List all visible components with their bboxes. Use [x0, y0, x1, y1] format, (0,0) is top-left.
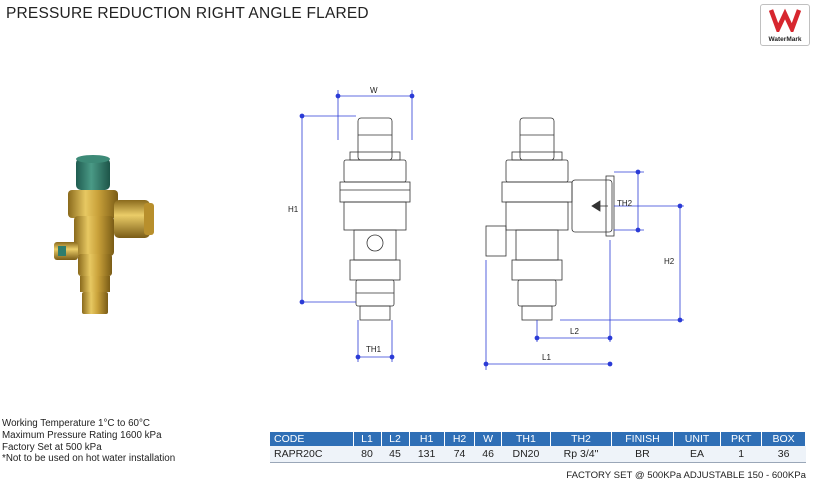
table-cell: 36 — [761, 446, 806, 463]
dimension-drawing: W H1 TH1 TH2 H2 L2 L1 — [288, 86, 684, 370]
page-title: PRESSURE REDUCTION RIGHT ANGLE FLARED — [6, 5, 369, 22]
dim-label-l1: L1 — [542, 353, 551, 362]
table-cell: RAPR20C — [270, 446, 354, 463]
table-cell: EA — [673, 446, 721, 463]
spec-line: Maximum Pressure Rating 1600 kPa — [2, 429, 162, 441]
dim-label-h1: H1 — [288, 205, 299, 214]
product-photo — [54, 155, 154, 314]
table-cell: 131 — [409, 446, 445, 463]
table-cell: Rp 3/4" — [550, 446, 612, 463]
dim-label-w: W — [370, 86, 378, 95]
table-header-row: CODE L1 L2 H1 H2 W TH1 TH2 FINISH UNIT P… — [270, 432, 806, 446]
table-row: RAPR20C 80 45 131 74 46 DN20 Rp 3/4" BR … — [270, 446, 806, 463]
col-header: TH2 — [550, 432, 612, 446]
table-cell: DN20 — [501, 446, 551, 463]
col-header: FINISH — [611, 432, 674, 446]
factory-note: FACTORY SET @ 500KPa ADJUSTABLE 150 - 60… — [566, 470, 806, 481]
dim-label-l2: L2 — [570, 327, 579, 336]
col-header: PKT — [720, 432, 763, 446]
logo-text: WaterMark — [768, 36, 802, 43]
col-header: BOX — [761, 432, 806, 446]
col-header: L2 — [381, 432, 410, 446]
specifications: Working Temperature 1°C to 60°C Maximum … — [2, 418, 175, 465]
dim-label-th2: TH2 — [617, 199, 633, 208]
col-header: W — [474, 432, 502, 446]
spec-line: Factory Set at 500 kPa — [2, 441, 102, 453]
col-header: CODE — [270, 432, 354, 446]
col-header: H2 — [444, 432, 476, 446]
col-header: H1 — [409, 432, 445, 446]
table-cell: 45 — [381, 446, 409, 463]
table-cell: BR — [611, 446, 674, 463]
table-cell: 1 — [720, 446, 762, 463]
col-header: TH1 — [501, 432, 552, 446]
table-cell: 80 — [353, 446, 382, 463]
col-header: L1 — [353, 432, 382, 446]
col-header: UNIT — [673, 432, 722, 446]
spec-line: *Not to be used on hot water installatio… — [2, 453, 176, 465]
product-table: CODE L1 L2 H1 H2 W TH1 TH2 FINISH UNIT P… — [270, 432, 806, 463]
table-cell: 74 — [444, 446, 475, 463]
spec-line: Working Temperature 1°C to 60°C — [2, 418, 150, 429]
dim-label-h2: H2 — [664, 257, 675, 266]
watermark-logo: WaterMark — [760, 4, 810, 46]
table-cell: 46 — [474, 446, 502, 463]
dim-label-th1: TH1 — [366, 345, 382, 354]
watermark-w-icon — [769, 8, 801, 32]
